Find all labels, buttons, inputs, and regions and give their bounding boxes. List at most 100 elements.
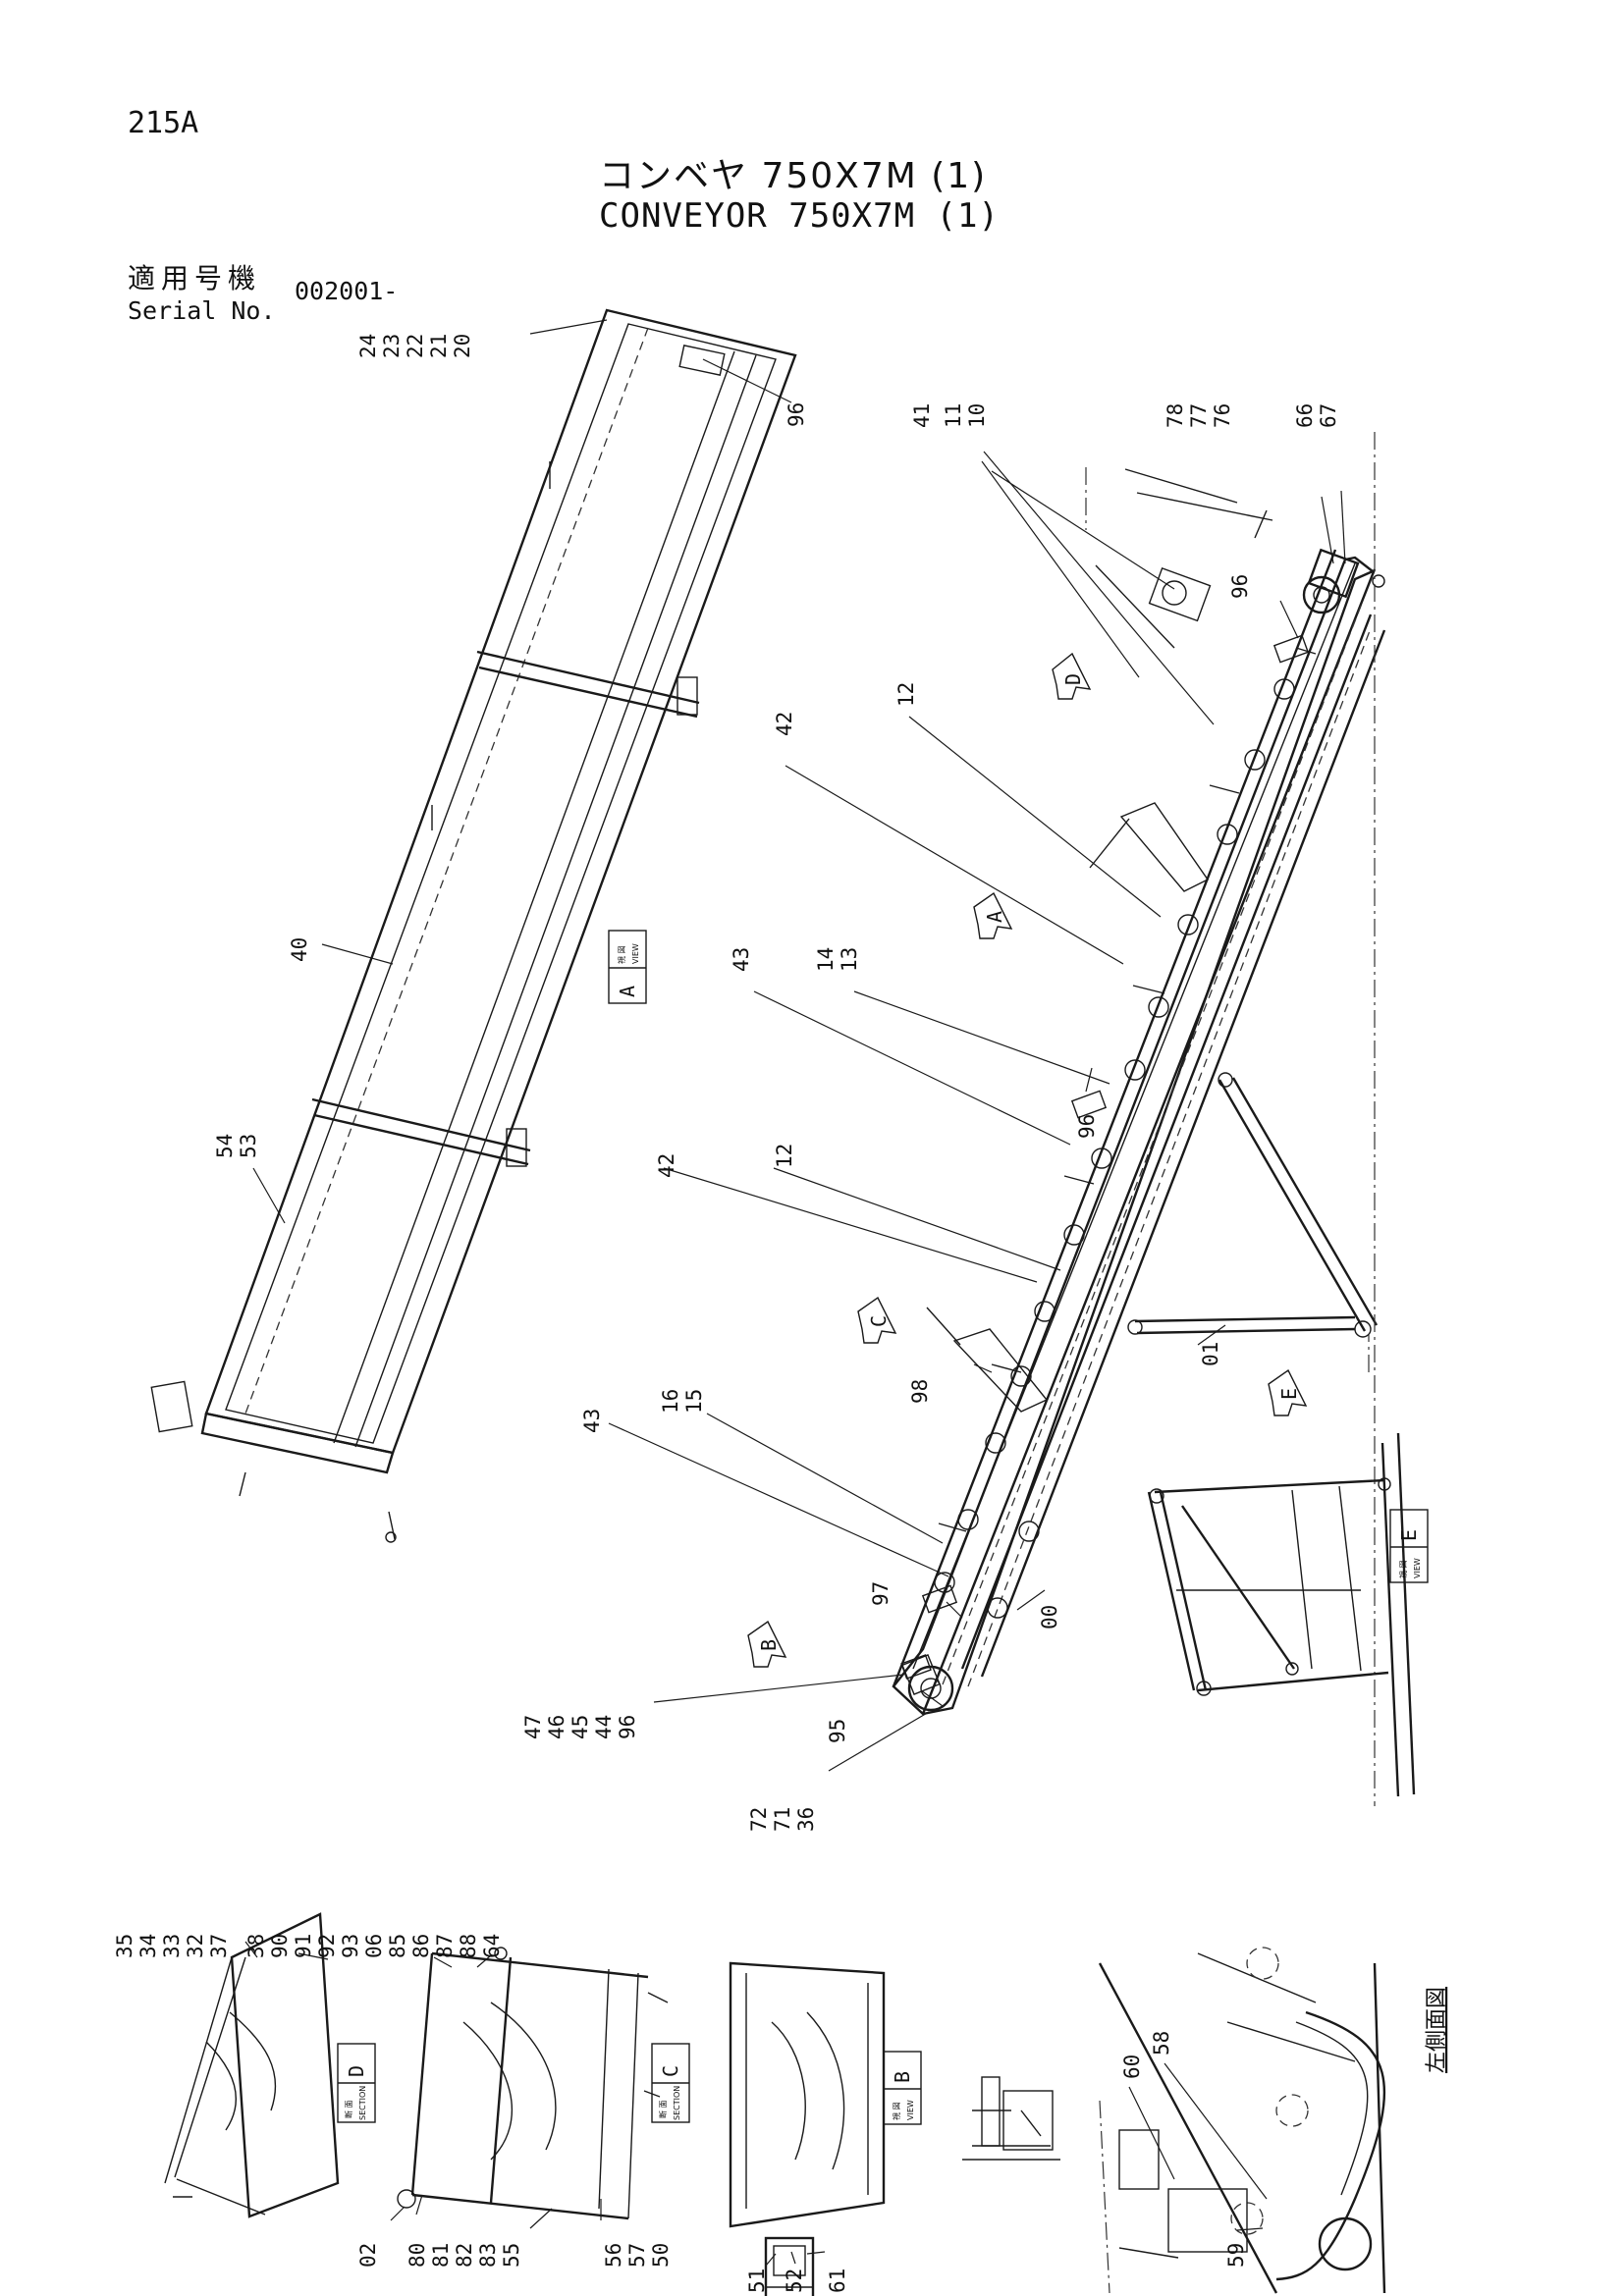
view-tag-kind: SECTION — [358, 2086, 367, 2120]
part-label: 81 — [429, 2243, 453, 2268]
part-label: 36 — [794, 1807, 818, 1832]
page-number: 215A — [128, 106, 199, 140]
serial-number-value: 002001- — [295, 277, 399, 305]
part-label: 52 — [783, 2269, 806, 2293]
part-label: 02 — [356, 2243, 380, 2268]
view-arrow-c: C — [857, 1296, 897, 1344]
view-tag-letter: B — [891, 2071, 914, 2083]
part-label: 77 — [1187, 403, 1211, 428]
part-label: 33 — [160, 1934, 184, 1958]
part-label: 67 — [1317, 403, 1340, 428]
part-label: 40 — [288, 937, 311, 962]
view-arrow-d: D — [1052, 652, 1092, 700]
view-arrow-letter: A — [983, 911, 1006, 923]
part-label: 76 — [1211, 403, 1234, 428]
section-d-troughing-idler — [164, 1912, 340, 2218]
view-tag-b: 視 図 VIEW B — [883, 2051, 922, 2125]
part-label: 91 — [292, 1934, 315, 1958]
part-label: 12 — [894, 682, 918, 707]
part-label: 71 — [771, 1807, 794, 1832]
part-label: 82 — [453, 2243, 476, 2268]
part-label: 01 — [1199, 1342, 1222, 1366]
bracket-detail — [764, 2236, 815, 2296]
part-label: 97 — [869, 1581, 893, 1606]
part-label: 66 — [1293, 403, 1317, 428]
part-label: 93 — [339, 1934, 362, 1958]
part-label: 88 — [457, 1934, 480, 1958]
view-arrow-b: B — [747, 1620, 787, 1668]
part-label: 16 — [659, 1389, 682, 1414]
part-label: 20 — [451, 334, 474, 358]
view-tag-kind: VIEW — [631, 943, 640, 964]
part-label: 85 — [386, 1934, 409, 1958]
part-label: 98 — [908, 1379, 932, 1404]
serial-label-japanese: 適用号機 — [128, 262, 262, 294]
part-label: 51 — [745, 2269, 769, 2293]
part-label: 96 — [1075, 1114, 1099, 1139]
view-b-tail-section — [729, 1961, 886, 2228]
part-label: 53 — [237, 1134, 260, 1158]
part-label: 21 — [427, 334, 451, 358]
view-tag-a: 視 図 VIEW A — [608, 930, 647, 1004]
side-view-caption: 左側面図 — [1425, 1987, 1449, 2073]
part-label: 96 — [616, 1715, 639, 1739]
part-label: 50 — [649, 2243, 673, 2268]
part-label: 96 — [785, 402, 808, 427]
part-label: 83 — [476, 2243, 500, 2268]
view-tag-letter: D — [345, 2065, 368, 2077]
part-label: 11 — [942, 403, 965, 428]
view-tag-e: 視 図 VIEW E — [1389, 1509, 1429, 1583]
part-label: 12 — [773, 1144, 796, 1168]
part-label: 00 — [1038, 1605, 1061, 1629]
part-label: 45 — [568, 1715, 592, 1739]
section-tag-d: 断 面 SECTION D — [337, 2043, 376, 2123]
part-labels: 24 23 22 21 20 96 11 10 41 78 77 76 66 6… — [113, 334, 1340, 2293]
part-label: 13 — [838, 947, 861, 972]
view-tag-ja: 視 図 — [893, 2102, 901, 2120]
view-e-support-frame — [1147, 1432, 1416, 1797]
main-conveyor-side-view — [892, 432, 1386, 1806]
part-label: 58 — [1150, 2031, 1173, 2056]
part-label: 90 — [268, 1934, 292, 1958]
view-tag-letter: A — [616, 986, 639, 997]
part-label: 14 — [814, 947, 838, 972]
view-arrow-letter: D — [1061, 673, 1085, 685]
part-label: 86 — [409, 1934, 433, 1958]
left-side-view-detail — [1098, 1947, 1386, 2294]
view-tag-ja: 断 面 — [344, 2100, 353, 2118]
part-label: 54 — [213, 1134, 237, 1158]
part-label: 22 — [404, 334, 427, 358]
view-tag-letter: E — [1397, 1529, 1421, 1541]
part-label: 44 — [592, 1715, 616, 1739]
view-arrow-a: A — [973, 891, 1013, 939]
part-label: 61 — [826, 2269, 849, 2293]
view-tag-kind: VIEW — [1413, 1558, 1422, 1578]
part-label: 55 — [500, 2243, 523, 2268]
part-label: 35 — [113, 1934, 136, 1958]
view-tag-ja: 視 図 — [1399, 1560, 1408, 1578]
part-label: 46 — [545, 1715, 568, 1739]
view-arrow-letter: B — [757, 1639, 781, 1651]
part-label: 06 — [362, 1934, 386, 1958]
part-label: 34 — [136, 1934, 160, 1958]
title-japanese: コンベヤ 750X7M (1) — [599, 156, 988, 196]
view-tag-ja: 断 面 — [658, 2100, 668, 2118]
part-label: 47 — [521, 1715, 545, 1739]
section-tag-c: 断 面 SECTION C — [651, 2043, 690, 2123]
part-label: 72 — [747, 1807, 771, 1832]
part-label: 38 — [244, 1934, 268, 1958]
view-tag-ja: 視 図 — [618, 945, 626, 964]
part-label: 56 — [602, 2243, 625, 2268]
view-arrow-e: E — [1268, 1368, 1308, 1416]
part-label: 95 — [826, 1719, 849, 1743]
view-a-conveyor-top — [150, 308, 797, 1543]
part-label: 42 — [773, 712, 796, 736]
part-label: 10 — [965, 403, 989, 428]
part-label: 87 — [433, 1934, 457, 1958]
small-mount-detail — [962, 2076, 1060, 2161]
part-label: 41 — [910, 403, 934, 428]
part-label: 32 — [184, 1934, 207, 1958]
section-c-troughing-idler — [397, 1947, 669, 2220]
part-label: 37 — [207, 1934, 231, 1958]
